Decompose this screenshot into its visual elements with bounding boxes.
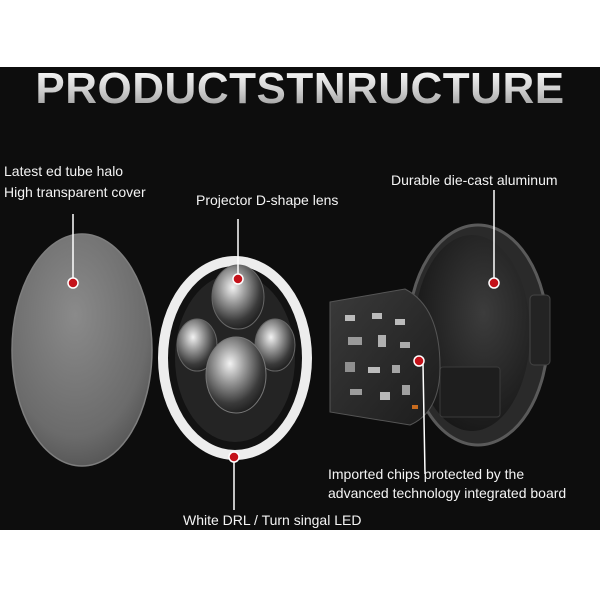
marker-housing <box>488 277 500 289</box>
label-lens: Projector D-shape lens <box>196 192 339 208</box>
projector-headlight <box>158 256 312 460</box>
marker-cover <box>67 277 79 289</box>
transparent-cover <box>11 233 153 467</box>
product-structure-panel: PRODUCTSTNRUCTURE <box>0 67 600 530</box>
marker-chips <box>413 355 425 367</box>
exploded-headlight-diagram <box>11 190 551 510</box>
aluminum-housing <box>406 223 551 447</box>
page-title: PRODUCTSTNRUCTURE <box>0 67 600 111</box>
projector-lens-center <box>205 336 267 414</box>
label-cover-line1: Latest ed tube halo <box>4 163 124 179</box>
label-drl: White DRL / Turn singal LED <box>183 512 362 528</box>
marker-lens <box>232 273 244 285</box>
label-chips-line1: Imported chips protected by the <box>328 466 525 482</box>
circuit-board <box>329 288 441 426</box>
callout-markers <box>67 273 500 463</box>
label-cover-line2: High transparent cover <box>4 184 146 200</box>
label-chips-line2: advanced technology integrated board <box>328 485 567 501</box>
marker-drl <box>228 451 240 463</box>
label-housing: Durable die-cast aluminum <box>391 172 558 188</box>
